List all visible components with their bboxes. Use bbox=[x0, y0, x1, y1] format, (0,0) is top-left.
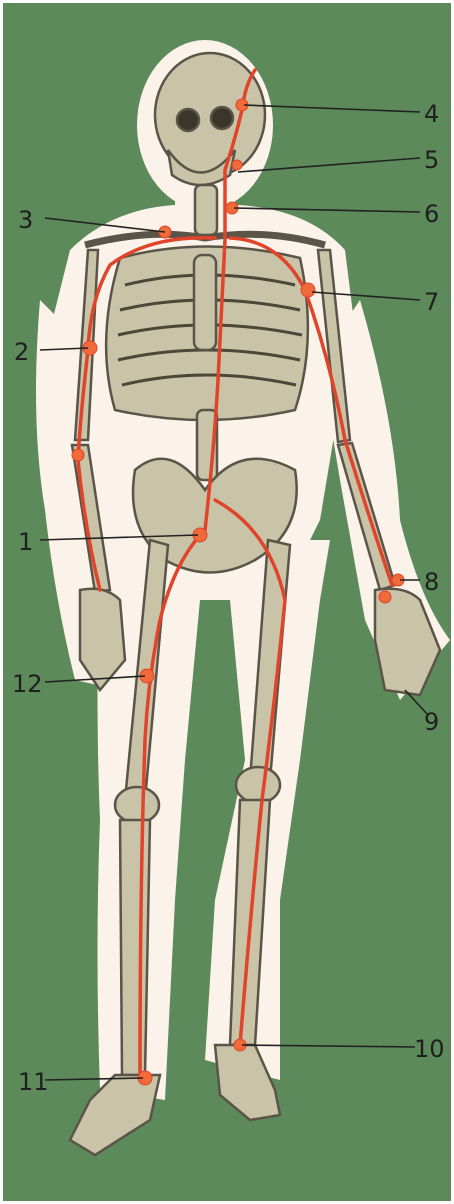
pulse-point-9 bbox=[379, 591, 391, 603]
cervical-spine bbox=[195, 185, 217, 235]
label-1: 1 bbox=[18, 528, 33, 556]
label-3: 3 bbox=[18, 206, 33, 234]
label-5: 5 bbox=[424, 146, 439, 174]
label-2: 2 bbox=[14, 338, 29, 366]
label-7: 7 bbox=[424, 288, 439, 316]
knee-right bbox=[236, 767, 280, 803]
pulse-point-7 bbox=[301, 283, 315, 297]
eye-socket-right bbox=[211, 107, 233, 129]
label-4: 4 bbox=[424, 100, 439, 128]
label-11: 11 bbox=[18, 1068, 49, 1096]
eye-socket-left bbox=[177, 109, 199, 131]
label-8: 8 bbox=[424, 568, 439, 596]
pulse-point-elbow bbox=[72, 449, 84, 461]
label-9: 9 bbox=[424, 708, 439, 736]
label-12: 12 bbox=[12, 670, 43, 698]
knee-left bbox=[115, 787, 159, 823]
sternum bbox=[194, 255, 216, 350]
pulse-point-5 bbox=[232, 160, 242, 170]
label-10: 10 bbox=[414, 1035, 445, 1063]
label-6: 6 bbox=[424, 200, 439, 228]
tibia-left bbox=[120, 820, 150, 1075]
